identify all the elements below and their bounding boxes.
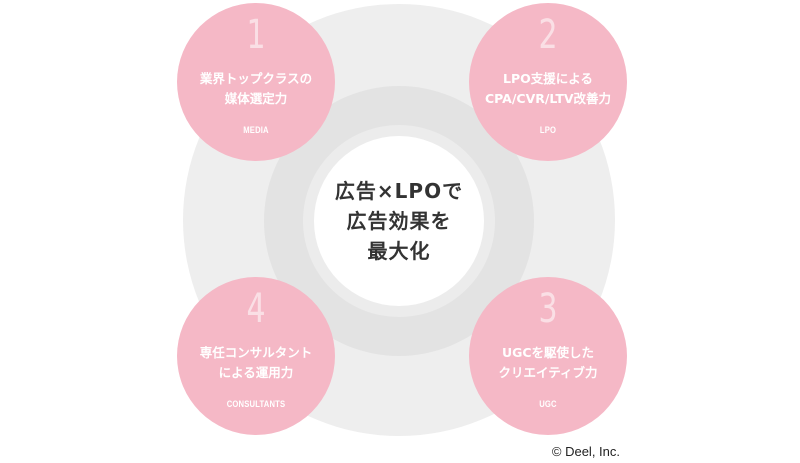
node-number: 1	[246, 12, 266, 58]
node-title-line-2: クリエイティブ力	[498, 365, 598, 380]
center-text-line-1: 広告×LPOで	[334, 179, 464, 203]
node-lpo: 2 LPO支援による CPA/CVR/LTV改善力 LPO	[469, 3, 627, 161]
node-ugc: 3 UGCを駆使した クリエイティブ力 UGC	[469, 277, 627, 435]
node-title-line-2: 媒体選定力	[224, 91, 288, 106]
node-title: 専任コンサルタント による運用力	[183, 343, 329, 383]
node-title-line-1: UGCを駆使した	[501, 345, 595, 360]
node-title-line-1: 業界トップクラスの	[199, 71, 313, 86]
node-subtitle: LPO	[539, 125, 557, 135]
node-subtitle: MEDIA	[243, 125, 269, 135]
node-title: 業界トップクラスの 媒体選定力	[183, 69, 329, 109]
node-number: 4	[246, 286, 266, 332]
node-subtitle: UGC	[539, 399, 557, 409]
copyright-notice: © Deel, Inc.	[551, 444, 620, 459]
center-circle: 広告×LPOで 広告効果を 最大化	[314, 136, 484, 306]
node-number: 3	[538, 286, 558, 332]
node-title-line-2: CPA/CVR/LTV改善力	[484, 91, 612, 106]
center-text-line-3: 最大化	[367, 239, 431, 263]
node-media: 1 業界トップクラスの 媒体選定力 MEDIA	[177, 3, 335, 161]
node-number: 2	[538, 12, 558, 58]
node-title-line-1: LPO支援による	[503, 71, 593, 86]
node-title-line-1: 専任コンサルタント	[199, 345, 313, 360]
node-title: LPO支援による CPA/CVR/LTV改善力	[475, 69, 621, 109]
node-subtitle: CONSULTANTS	[226, 399, 286, 409]
center-text-line-2: 広告効果を	[346, 209, 452, 233]
node-consultants: 4 専任コンサルタント による運用力 CONSULTANTS	[177, 277, 335, 435]
node-title: UGCを駆使した クリエイティブ力	[475, 343, 621, 383]
node-title-line-2: による運用力	[218, 365, 294, 380]
